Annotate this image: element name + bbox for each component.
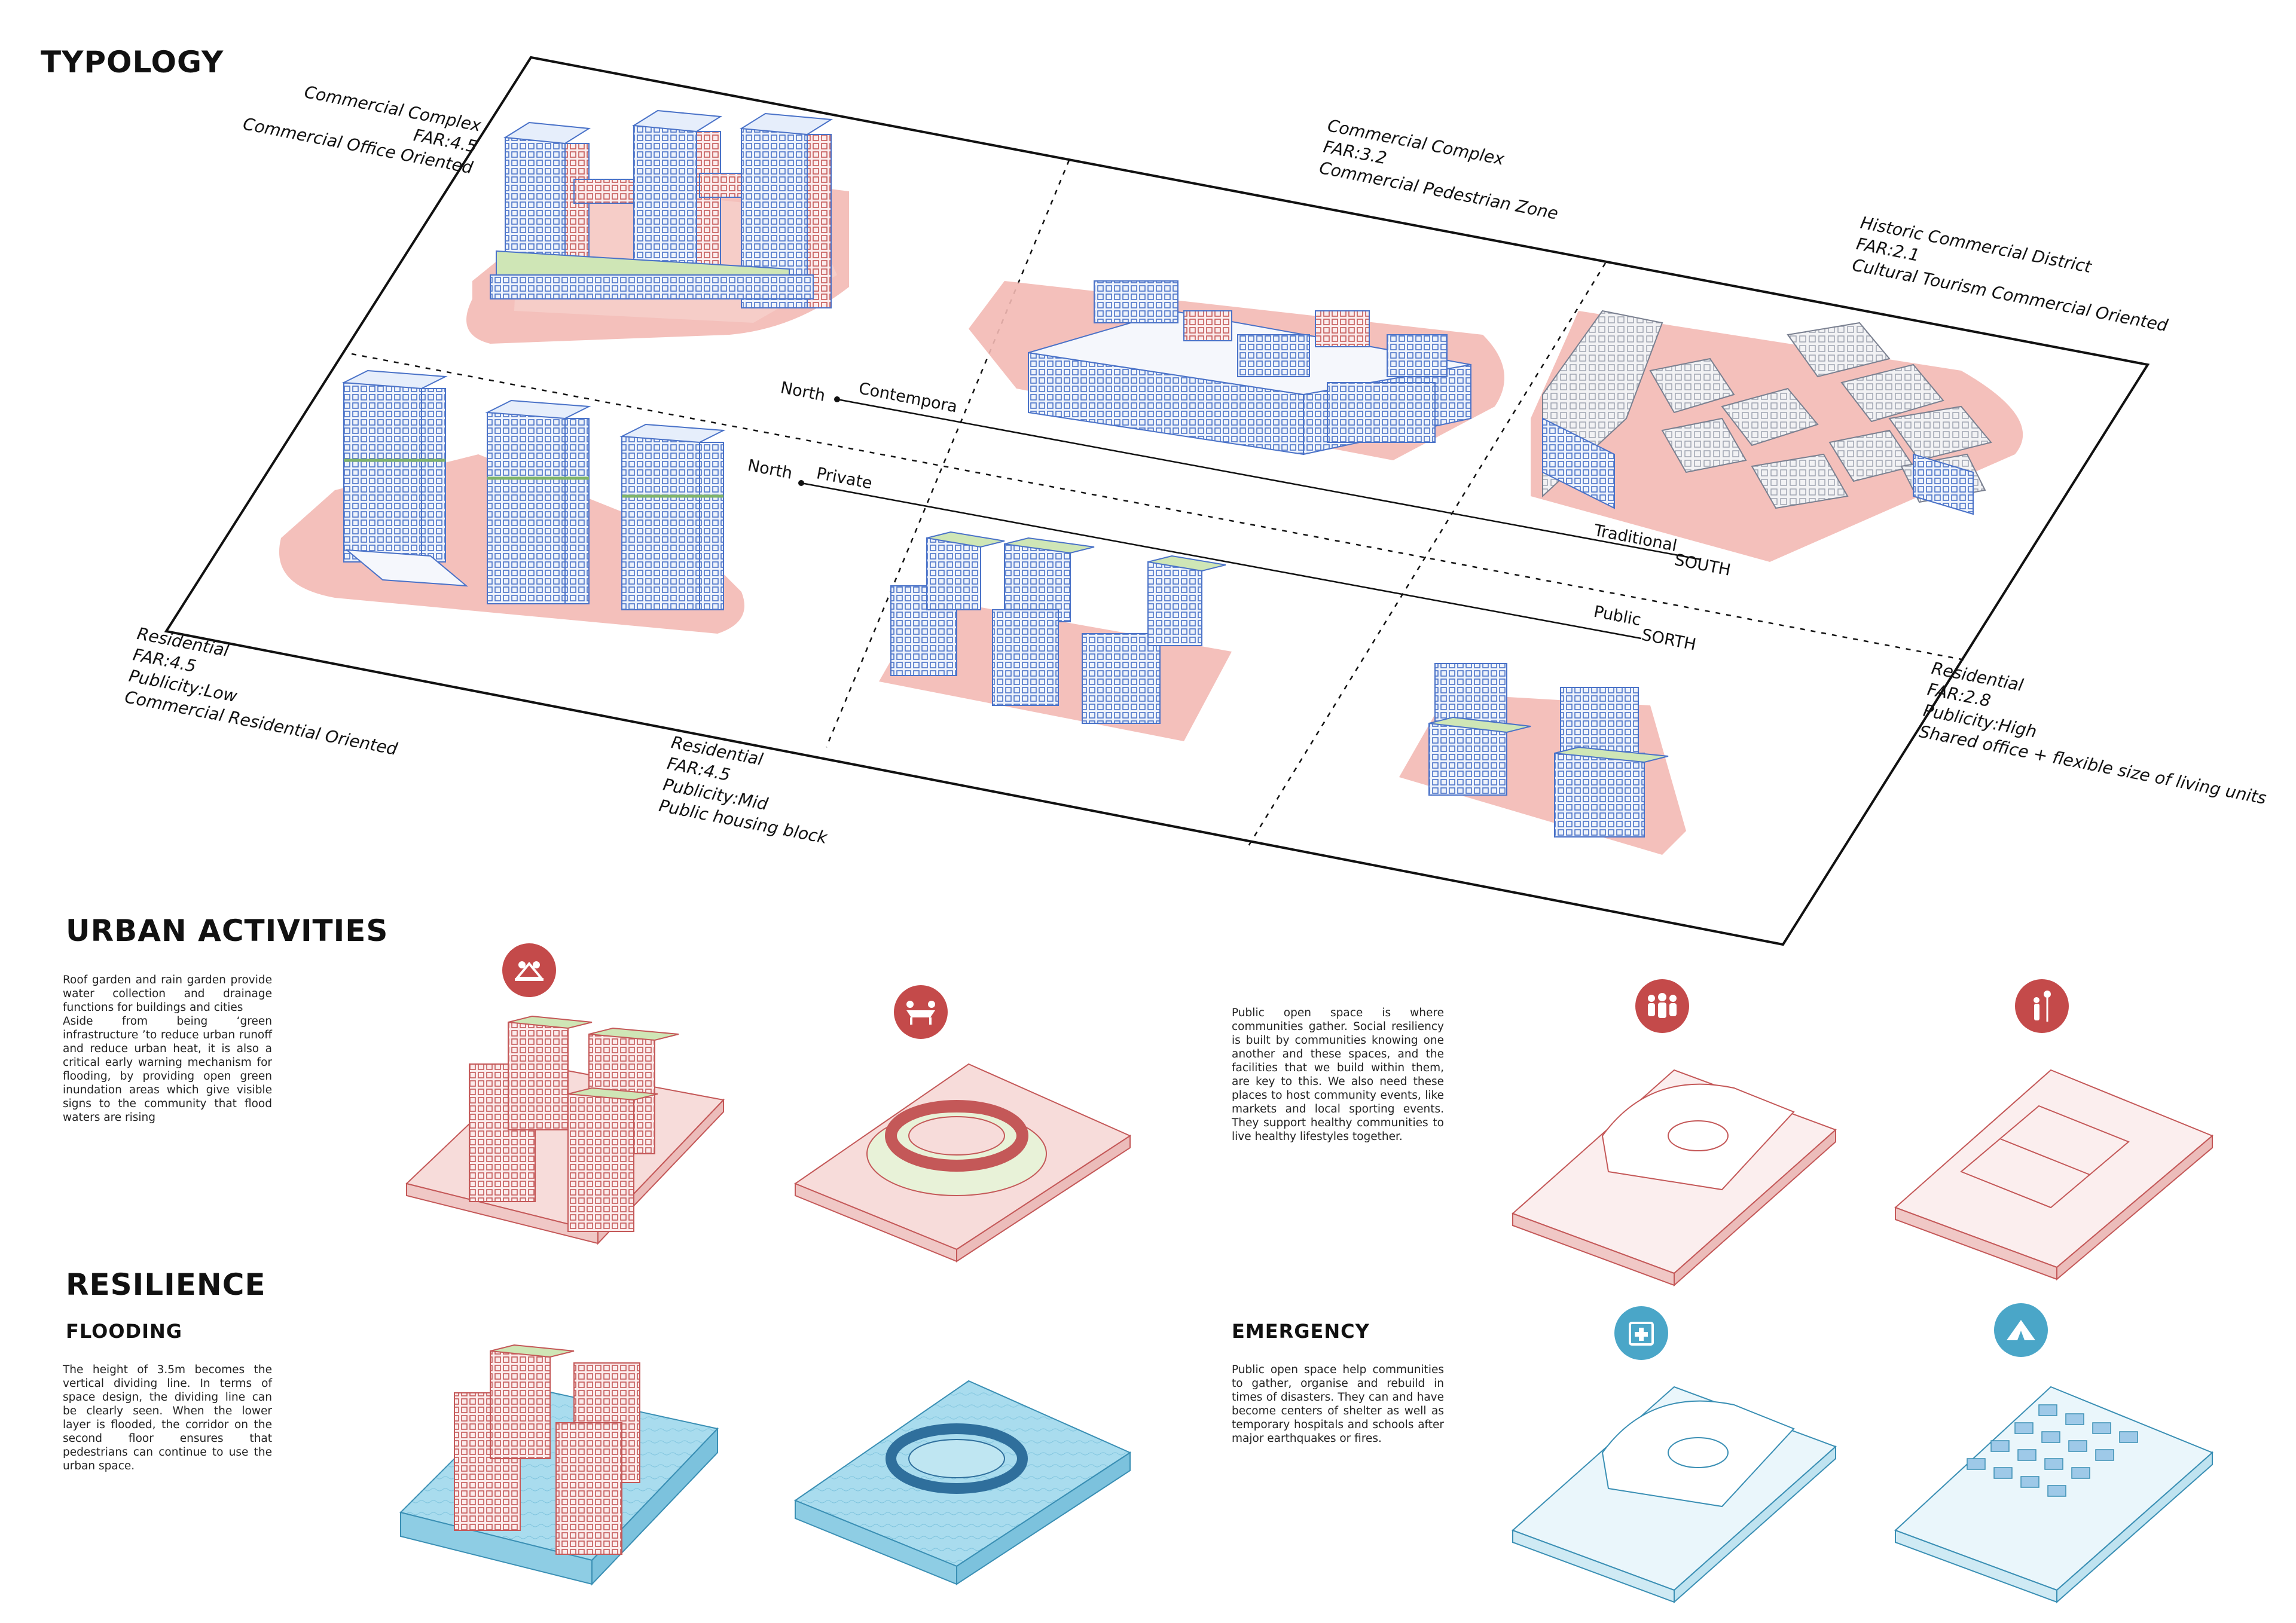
divider-left xyxy=(825,160,1070,748)
garden-icon xyxy=(502,943,556,997)
urban-board-roof-garden xyxy=(405,1015,725,1245)
axis-line-private-public xyxy=(801,482,1642,640)
flooding-heading: FLOODING xyxy=(66,1320,183,1343)
urban-activities-right-text: Public open space is where communities g… xyxy=(1232,1007,1444,1143)
urban-board-ring-garden xyxy=(793,1063,1132,1263)
shared-office-towers xyxy=(1399,663,1686,855)
divider-right xyxy=(1245,262,1607,849)
community-icon xyxy=(1635,979,1689,1033)
emergency-board-shelter-grid xyxy=(1894,1386,2213,1604)
commercial-pedestrian-blocks xyxy=(969,280,1504,460)
gathering-icon xyxy=(894,985,948,1039)
residential-low-towers xyxy=(279,369,744,634)
emergency-text: Public open space help communities to ga… xyxy=(1232,1364,1444,1445)
urban-board-sports-courts xyxy=(1894,1069,2213,1281)
shelter-tent-icon xyxy=(1994,1303,2048,1357)
typology-plane xyxy=(164,56,2150,946)
urban-activities-heading: URBAN ACTIVITIES xyxy=(66,913,389,948)
sport-icon xyxy=(2015,979,2069,1033)
hospital-icon xyxy=(1614,1306,1668,1360)
urban-activities-left-text: Roof garden and rain garden provide wate… xyxy=(63,974,272,1124)
flooding-board-ring-garden xyxy=(793,1380,1132,1585)
urban-board-community-hall xyxy=(1512,1069,1837,1287)
typology-heading: TYPOLOGY xyxy=(41,45,224,80)
flooding-text: The height of 3.5m becomes the vertical … xyxy=(63,1364,272,1472)
emergency-heading: EMERGENCY xyxy=(1232,1320,1370,1343)
public-housing-block xyxy=(879,531,1232,741)
commercial-office-towers xyxy=(466,109,849,344)
divider-horizontal xyxy=(351,353,1965,661)
resilience-heading: RESILIENCE xyxy=(66,1267,266,1302)
historic-district-blocks xyxy=(1531,310,2023,562)
emergency-board-hospital xyxy=(1512,1386,1837,1604)
axis-line-contemporary-traditional xyxy=(836,398,1702,561)
flooding-board-residential xyxy=(399,1344,719,1586)
